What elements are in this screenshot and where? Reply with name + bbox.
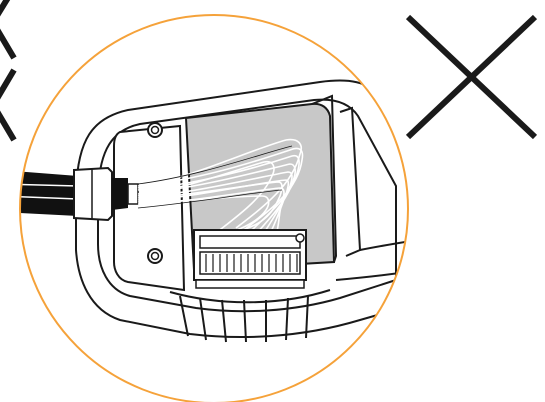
callout-circle (19, 14, 409, 402)
housing-ribs (169, 289, 331, 343)
mounting-recess (113, 124, 186, 292)
screw-hole-bottom (147, 248, 163, 264)
cable (20, 166, 139, 222)
partial-x-mark-icon (0, 0, 17, 142)
housing-side (335, 106, 408, 281)
x-mark-icon (405, 14, 538, 140)
wire-bundle (137, 138, 304, 241)
screw-hole-top (147, 122, 163, 138)
compartment-wall (311, 94, 338, 263)
board-connector (193, 229, 307, 289)
device-illustration (20, 79, 408, 343)
wire-bundle-outline (137, 145, 293, 209)
